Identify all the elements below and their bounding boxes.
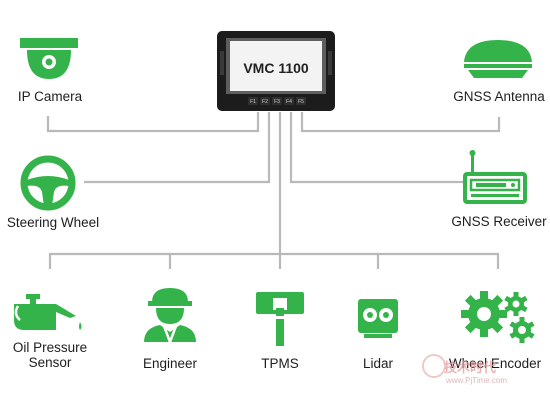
device-key-f2[interactable]: F2 [262, 99, 268, 105]
watermark-logo: 技术时代 www.PjTime.com [422, 354, 507, 385]
gnss-antenna-label: GNSS Antenna [453, 89, 545, 104]
oil-pressure-sensor-line2: Sensor [28, 355, 72, 370]
connector-bottom-bus [48, 252, 500, 269]
engineer-icon [144, 288, 196, 342]
gnss-receiver-label: GNSS Receiver [451, 214, 547, 229]
device-name: VMC 1100 [243, 60, 309, 76]
connector-gnss-receiver [289, 112, 464, 184]
device-key-f5[interactable]: F5 [298, 99, 304, 105]
tpms-label: TPMS [261, 356, 299, 371]
watermark-title: 技术时代 [444, 360, 496, 376]
lidar-icon [358, 299, 398, 338]
connector-ip-camera [46, 112, 260, 133]
device-key-f1[interactable]: F1 [250, 99, 256, 105]
lidar-label: Lidar [362, 356, 394, 371]
device-key-f4[interactable]: F4 [286, 99, 292, 105]
device-key-f3[interactable]: F3 [274, 99, 280, 105]
oil-can-icon [14, 294, 82, 330]
ip-camera-label: IP Camera [17, 89, 83, 104]
ip-camera-icon [20, 38, 78, 79]
gears-icon [461, 291, 535, 343]
gnss-receiver-icon [463, 150, 527, 204]
tpms-sensor-icon [256, 292, 304, 346]
oil-pressure-sensor-label: Oil Pressure Sensor [0, 340, 100, 370]
steering-wheel-label: Steering Wheel [6, 215, 100, 230]
gnss-antenna-icon [464, 40, 532, 78]
connector-steering-wheel [84, 112, 271, 184]
watermark-url: www.PjTime.com [445, 376, 507, 385]
vmc-device-icon: VMC 1100 F1 F2 F3 F4 F5 [217, 31, 335, 111]
oil-pressure-sensor-line1: Oil Pressure [12, 340, 88, 355]
connector-gnss-antenna [300, 112, 501, 133]
steering-wheel-icon [20, 155, 76, 211]
wheel-encoder-label: Wheel Encoder [448, 356, 542, 371]
engineer-label: Engineer [142, 356, 198, 371]
